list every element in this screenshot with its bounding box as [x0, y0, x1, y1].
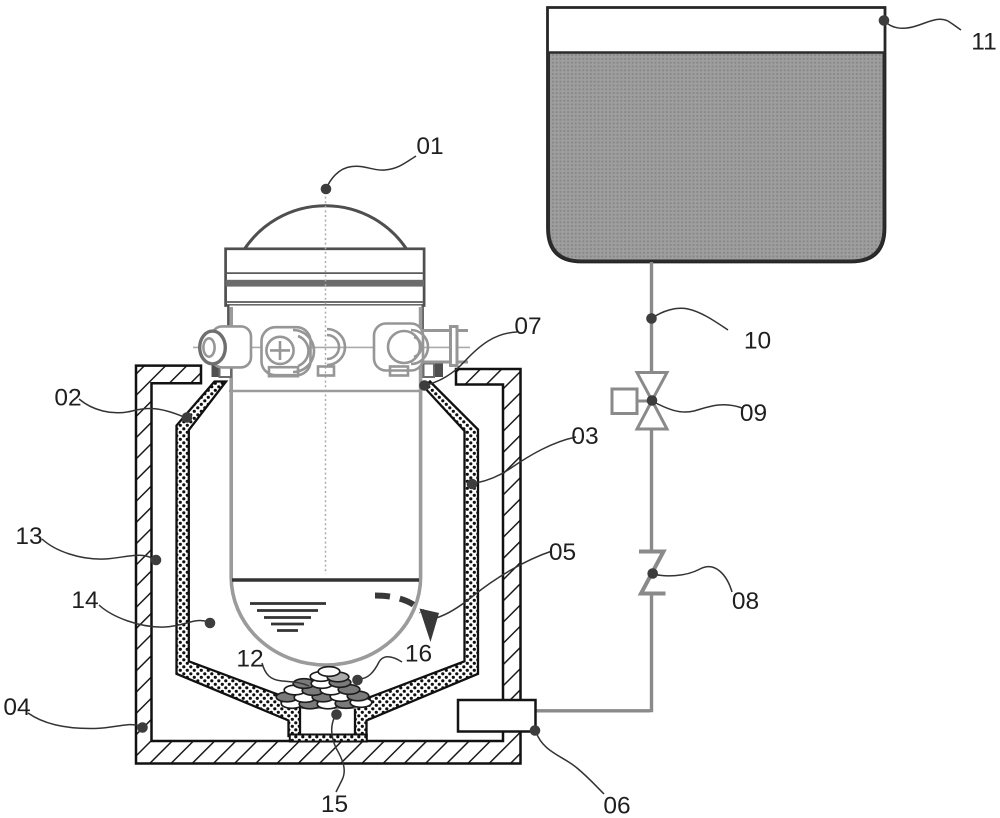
svg-text:16: 16 — [405, 641, 432, 668]
svg-text:14: 14 — [71, 587, 98, 614]
svg-text:15: 15 — [321, 791, 348, 818]
svg-text:12: 12 — [236, 646, 263, 673]
svg-text:06: 06 — [603, 793, 630, 818]
svg-text:10: 10 — [744, 328, 771, 355]
svg-text:07: 07 — [514, 313, 541, 340]
svg-text:09: 09 — [740, 400, 767, 427]
svg-text:05: 05 — [549, 539, 576, 566]
svg-text:03: 03 — [571, 423, 598, 450]
svg-text:08: 08 — [732, 588, 759, 615]
svg-text:13: 13 — [15, 523, 42, 550]
svg-text:02: 02 — [54, 385, 81, 412]
svg-text:01: 01 — [416, 133, 443, 160]
svg-text:04: 04 — [3, 694, 30, 721]
svg-text:11: 11 — [971, 29, 996, 56]
